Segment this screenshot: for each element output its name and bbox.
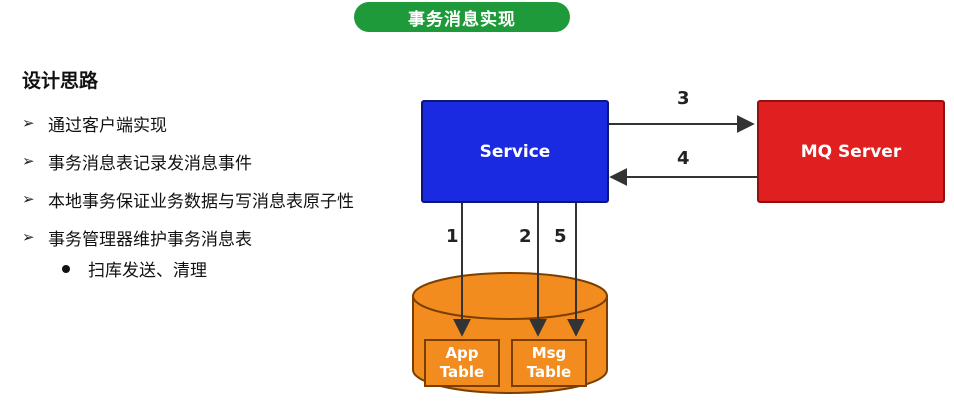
arrow-bullet-icon: ➢ [22, 152, 35, 170]
arrow-bullet-icon: ➢ [22, 228, 35, 246]
bullet-item: ➢ 事务管理器维护事务消息表 [22, 218, 354, 256]
sub-bullet-text: 扫库发送、清理 [88, 261, 207, 281]
bullet-item: ➢ 本地事务保证业务数据与写消息表原子性 [22, 180, 354, 218]
app-table-line2: Table [439, 363, 485, 381]
app-table-line1: App [445, 344, 479, 362]
page-title: 事务消息实现 [354, 2, 570, 32]
step-label-5: 5 [554, 226, 567, 247]
bullet-item: ➢ 通过客户端实现 [22, 104, 354, 142]
msg-table-box: Msg Table [511, 339, 587, 387]
bullet-item: ➢ 事务消息表记录发消息事件 [22, 142, 354, 180]
step-label-2: 2 [519, 226, 532, 247]
app-table-box: App Table [424, 339, 500, 387]
step-label-1: 1 [446, 226, 459, 247]
arrow-bullet-icon: ➢ [22, 114, 35, 132]
section-heading: 设计思路 [22, 70, 99, 92]
mq-server-box: MQ Server [757, 100, 945, 203]
bullet-text: 事务消息表记录发消息事件 [48, 153, 252, 174]
msg-table-line2: Table [526, 363, 572, 381]
bullet-text: 本地事务保证业务数据与写消息表原子性 [48, 191, 354, 212]
sub-bullet-item: 扫库发送、清理 [62, 256, 207, 281]
step-label-4: 4 [677, 148, 690, 169]
service-box: Service [421, 100, 609, 203]
bullet-text: 事务管理器维护事务消息表 [48, 229, 252, 250]
dot-bullet-icon [62, 264, 70, 273]
arrow-bullet-icon: ➢ [22, 190, 35, 208]
step-label-3: 3 [677, 88, 690, 109]
bullet-text: 通过客户端实现 [48, 115, 167, 136]
msg-table-line1: Msg [531, 344, 567, 362]
bullet-list: ➢ 通过客户端实现 ➢ 事务消息表记录发消息事件 ➢ 本地事务保证业务数据与写消息表原… [22, 104, 354, 256]
